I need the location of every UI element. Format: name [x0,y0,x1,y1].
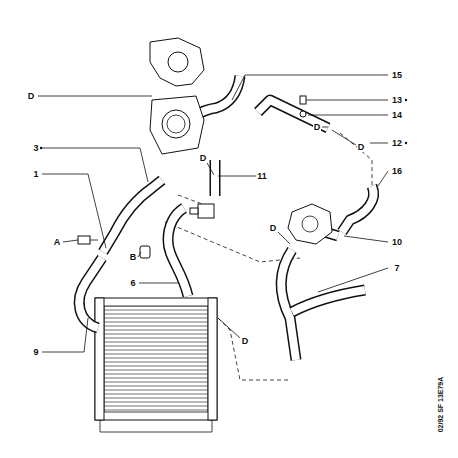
callout-label: 12 [391,139,403,148]
hoses [79,76,373,360]
callout-label: 7 [393,264,400,273]
callout-label: D [313,123,322,132]
callout-label: D [357,143,366,152]
mark-dots [40,99,407,149]
callout-label: 16 [391,167,403,176]
callout-label: 15 [391,71,403,80]
temperature-sensor [190,204,214,218]
callout-label: 1 [32,170,39,179]
callout-label: 10 [391,238,403,247]
callout-label: D [241,337,250,346]
throttle-body [150,38,204,154]
callout-label: 3 [32,144,39,153]
callout-label: 9 [32,348,39,357]
callout-label: D [27,92,36,101]
leader-lines [38,75,388,352]
callout-label: B [129,253,138,262]
callout-label: D [269,224,278,233]
bolts [78,96,306,258]
radiator [95,298,217,432]
thermostat-housing [288,204,332,244]
callout-label: D [199,154,208,163]
callout-label: 14 [391,111,403,120]
callout-label: 11 [256,172,268,181]
callout-label: A [53,238,62,247]
callout-label: 13 [391,96,403,105]
drawing-reference: 02/92 SF 13E79A [438,375,445,433]
callout-label: 6 [129,279,136,288]
